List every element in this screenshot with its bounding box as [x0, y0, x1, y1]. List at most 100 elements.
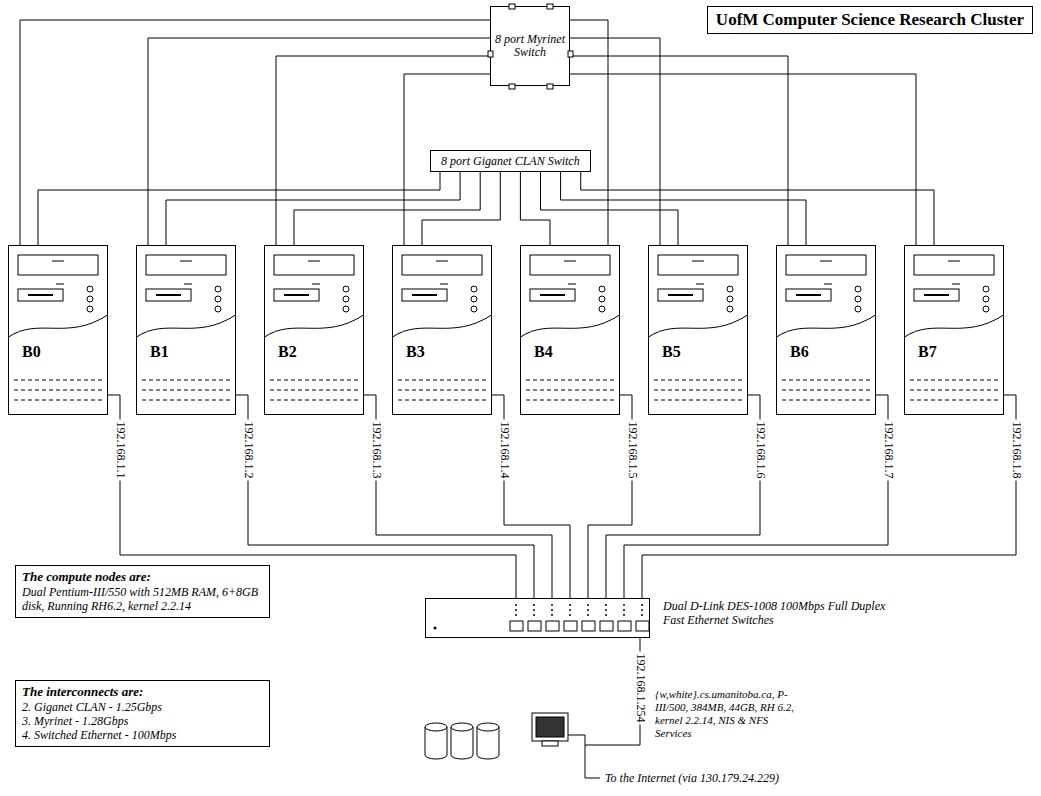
- vent-line: [526, 400, 614, 401]
- port-light: [569, 614, 571, 616]
- tower-case: [521, 246, 620, 415]
- node-drawing: [136, 245, 236, 415]
- status-light: [343, 296, 349, 302]
- compute-node: B1: [136, 245, 236, 415]
- vent-line: [14, 380, 102, 381]
- monitor-stand: [542, 741, 558, 746]
- cutaway-curve: [393, 315, 492, 337]
- status-light: [87, 306, 93, 312]
- floppy-drive: [18, 289, 63, 301]
- port-light: [569, 609, 571, 611]
- status-light: [599, 286, 605, 292]
- cable: [581, 172, 934, 245]
- port-light: [533, 614, 535, 616]
- floppy-slot: [668, 294, 693, 296]
- floppy-mark: [440, 284, 448, 285]
- port-light: [641, 609, 643, 611]
- node-drawing: [420, 705, 600, 770]
- port-light: [605, 609, 607, 611]
- giganet-switch: 8 port Giganet CLAN Switch: [430, 150, 591, 172]
- port-light: [605, 614, 607, 616]
- tower-case: [265, 246, 364, 415]
- tower-case: [393, 246, 492, 415]
- floppy-slot: [28, 294, 53, 296]
- tower-case: [137, 246, 236, 415]
- cable: [148, 38, 490, 245]
- status-light: [599, 306, 605, 312]
- box-heading: The compute nodes are:: [22, 569, 263, 585]
- node-name: B7: [918, 343, 937, 361]
- status-light: [471, 286, 477, 292]
- vent-line: [782, 400, 870, 401]
- cable: [20, 20, 490, 245]
- drive-bay: [914, 255, 994, 275]
- status-light: [343, 306, 349, 312]
- ethernet-port: [582, 621, 595, 631]
- status-light: [87, 296, 93, 302]
- vent-line: [654, 380, 742, 381]
- floppy-slot: [284, 294, 309, 296]
- switch-port: [509, 84, 515, 89]
- cutaway-curve: [649, 315, 748, 337]
- disk-body: [451, 727, 473, 759]
- port-light: [641, 604, 643, 606]
- node-drawing: [648, 245, 748, 415]
- cable: [606, 395, 760, 598]
- port-light: [641, 614, 643, 616]
- floppy-slot: [796, 294, 821, 296]
- port-light: [533, 609, 535, 611]
- switch-port: [488, 51, 493, 57]
- status-light: [855, 306, 861, 312]
- node-label: Dual D-Link DES-1008 100Mbps Full Duplex…: [663, 599, 898, 627]
- compute-node: B4: [520, 245, 620, 415]
- ip-address: 192.168.1.6: [754, 420, 767, 481]
- drive-slot: [180, 261, 192, 262]
- box-body: 2. Giganet CLAN - 1.25Gbps: [22, 700, 263, 714]
- vent-line: [270, 380, 358, 381]
- drive-slot: [52, 261, 64, 262]
- cutaway-curve: [905, 315, 1004, 337]
- port-light: [515, 614, 517, 616]
- port-light: [623, 609, 625, 611]
- ethernet-port: [618, 621, 631, 631]
- server-cable: [568, 735, 600, 745]
- port-light: [533, 604, 535, 606]
- vent-line: [270, 400, 358, 401]
- diagram-title: UofM Computer Science Research Cluster: [716, 10, 1024, 29]
- compute-node: B3: [392, 245, 492, 415]
- port-light: [551, 609, 553, 611]
- cable: [570, 74, 916, 245]
- box-heading: The interconnects are:: [22, 684, 263, 700]
- compute-node: B0: [8, 245, 108, 415]
- cable: [540, 172, 678, 245]
- cable: [38, 172, 440, 245]
- monitor-screen: [536, 717, 564, 737]
- floppy-mark: [312, 284, 320, 285]
- drive-bay: [146, 255, 226, 275]
- vent-line: [910, 400, 998, 401]
- port-light: [569, 604, 571, 606]
- floppy-slot: [412, 294, 437, 296]
- switch-case: [426, 599, 650, 638]
- node-name: B2: [278, 343, 297, 361]
- ethernet-port: [528, 621, 541, 631]
- cable: [561, 172, 806, 245]
- vent-line: [654, 390, 742, 391]
- ip-address: 192.168.1.2: [242, 420, 255, 481]
- node-label: 8 port Myrinet Switch: [495, 33, 565, 59]
- status-light: [727, 286, 733, 292]
- ip-address: 192.168.1.5: [626, 420, 639, 481]
- cutaway-curve: [777, 315, 876, 337]
- port-light: [515, 604, 517, 606]
- ethernet-port: [510, 621, 523, 631]
- port-light: [623, 614, 625, 616]
- floppy-drive: [274, 289, 319, 301]
- node-label: {w,white}.cs.umanitoba.ca, P-III/500, 38…: [655, 688, 805, 740]
- switch-port: [547, 84, 553, 89]
- floppy-mark: [56, 284, 64, 285]
- floppy-mark: [824, 284, 832, 285]
- drive-slot: [820, 261, 832, 262]
- node-name: B4: [534, 343, 553, 361]
- vent-line: [526, 380, 614, 381]
- floppy-drive: [530, 289, 575, 301]
